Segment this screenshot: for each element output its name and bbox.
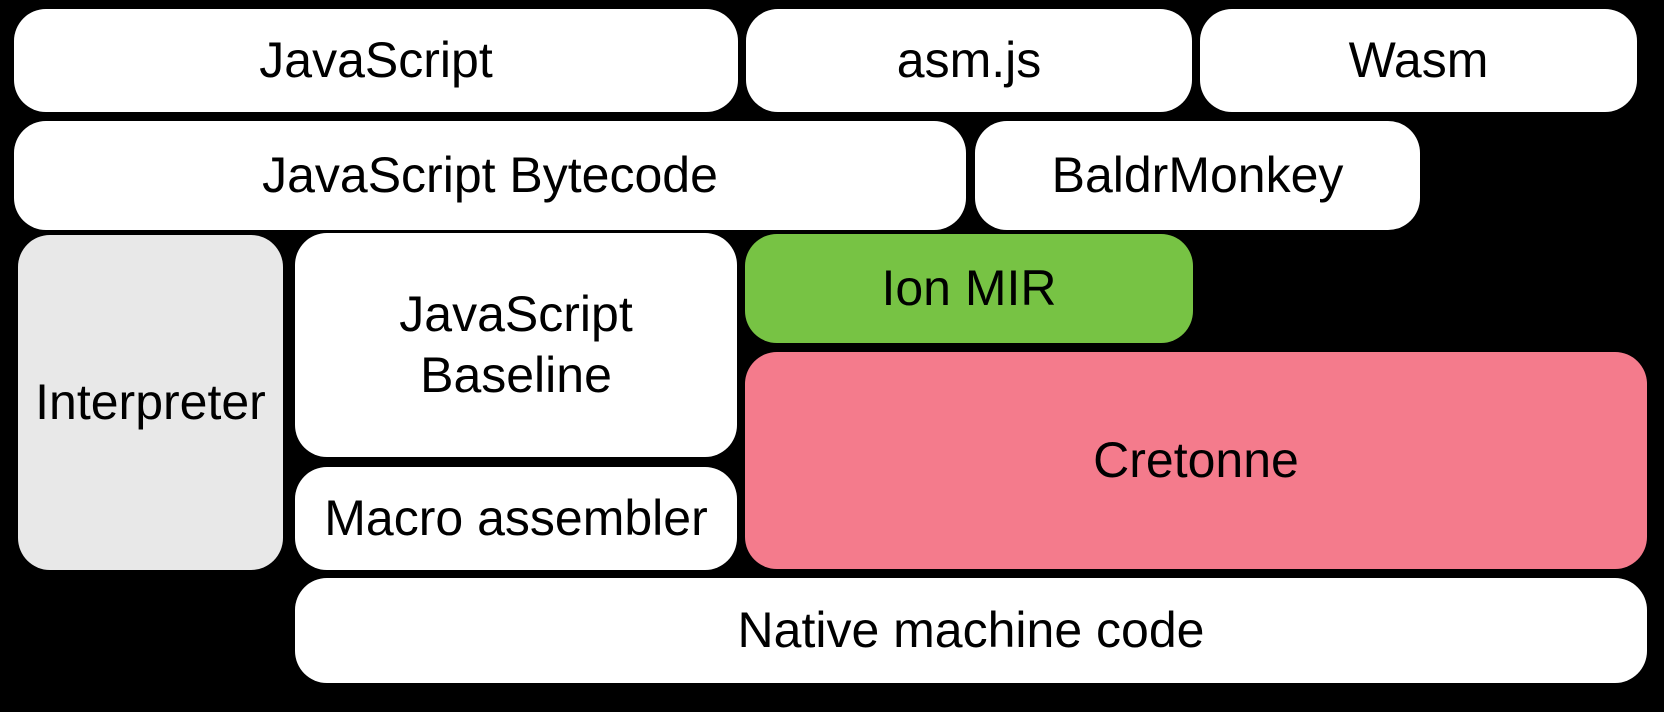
box-ion-mir-label: Ion MIR <box>881 260 1057 316</box>
box-javascript: JavaScript <box>14 9 738 112</box>
box-javascript-bytecode: JavaScript Bytecode <box>14 121 966 230</box>
box-macro-assembler: Macro assembler <box>295 467 737 570</box>
box-javascript-baseline: JavaScript Baseline <box>295 233 737 457</box>
box-wasm-label: Wasm <box>1348 32 1489 88</box>
box-macro-assembler-label: Macro assembler <box>324 490 708 546</box>
box-interpreter-label: Interpreter <box>35 374 266 430</box>
box-cretonne: Cretonne <box>745 352 1647 569</box>
box-baldrmonkey-label: BaldrMonkey <box>1051 147 1344 203</box>
box-cretonne-label: Cretonne <box>1093 432 1299 488</box>
box-javascript-bytecode-label: JavaScript Bytecode <box>262 147 718 203</box>
box-javascript-baseline-label: JavaScript Baseline <box>399 286 633 403</box>
box-asmjs: asm.js <box>746 9 1192 112</box>
box-baldrmonkey: BaldrMonkey <box>975 121 1420 230</box>
box-native-machine-code: Native machine code <box>295 578 1647 683</box>
box-javascript-label: JavaScript <box>259 32 493 88</box>
box-asmjs-label: asm.js <box>896 32 1042 88</box>
box-interpreter: Interpreter <box>18 235 283 570</box>
box-ion-mir: Ion MIR <box>745 234 1193 343</box>
box-wasm: Wasm <box>1200 9 1637 112</box>
box-native-machine-code-label: Native machine code <box>737 602 1205 658</box>
